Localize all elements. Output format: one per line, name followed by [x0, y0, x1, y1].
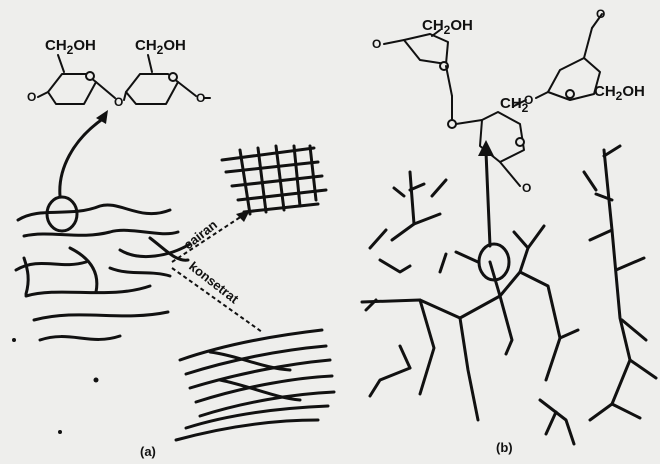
- panel-b: CH2OH CH2 CH2OH O O O: [362, 7, 656, 455]
- panel-a-formula-right: CH2OH: [135, 37, 186, 57]
- panel-a: CH2OH CH2OH O O O: [12, 37, 334, 459]
- svg-text:O: O: [372, 37, 381, 51]
- panel-a-crystal-grid: [222, 146, 326, 214]
- svg-text:O: O: [27, 90, 36, 104]
- panel-b-arrow-up: [486, 152, 490, 246]
- panel-a-fibers: [16, 205, 190, 340]
- svg-text:O: O: [596, 7, 605, 21]
- svg-text:O: O: [524, 93, 533, 107]
- panel-b-branches: [362, 146, 656, 444]
- panel-a-highlight-circle: [47, 197, 77, 231]
- panel-a-aligned-bundle: [176, 330, 334, 440]
- svg-text:O: O: [114, 95, 123, 109]
- svg-text:O: O: [522, 181, 531, 195]
- panel-a-caption: (a): [140, 444, 156, 459]
- panel-a-ring-right: O: [124, 55, 210, 105]
- panel-a-label-konsetrat: konsetrat: [186, 259, 242, 307]
- panel-b-caption: (b): [496, 440, 513, 455]
- panel-b-formula-right: CH2OH: [594, 83, 645, 103]
- panel-a-arrow-up: [60, 118, 104, 196]
- panel-a-ring-left: O O: [27, 55, 123, 109]
- panel-b-ring-top: O: [372, 30, 456, 128]
- panel-a-formula-left: CH2OH: [45, 37, 96, 57]
